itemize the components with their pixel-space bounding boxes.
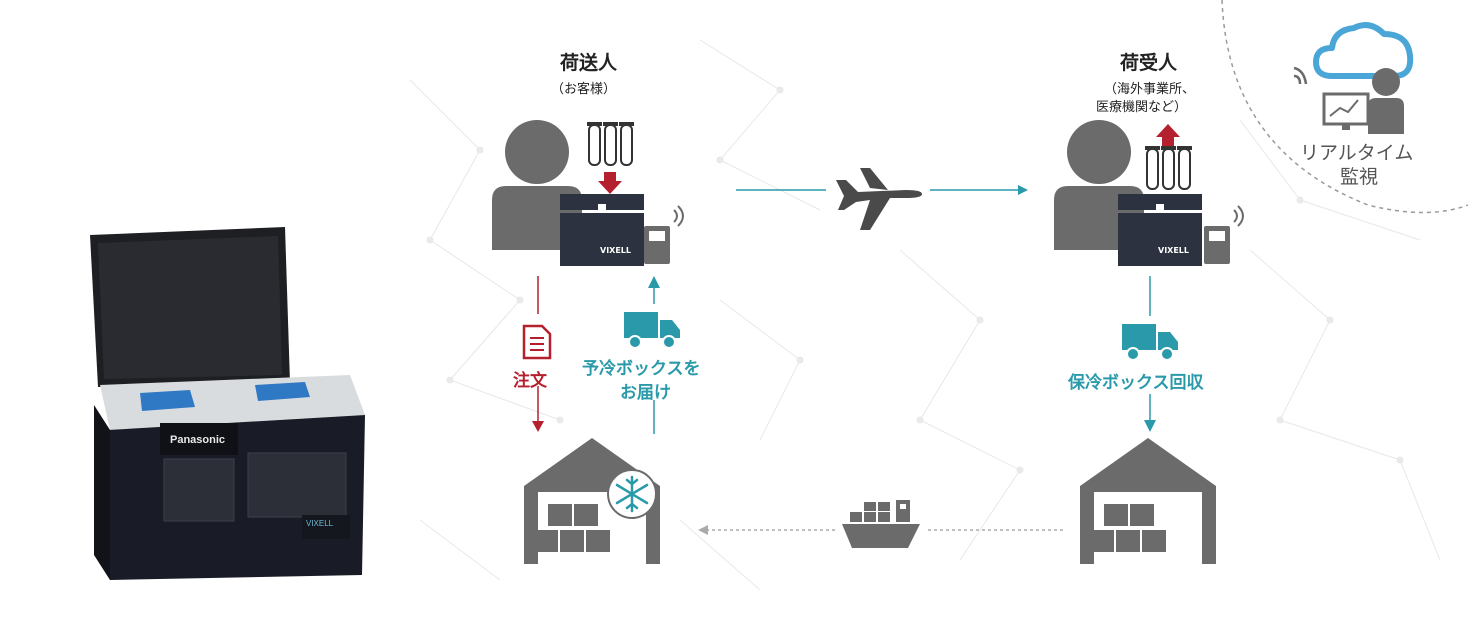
down-arrow-red-icon [598, 172, 622, 194]
receiver-title: 荷受人 [1120, 52, 1178, 74]
cooler-product-photo [90, 227, 365, 580]
step-deliver-label-line2: お届け [620, 383, 671, 403]
collect-arrow [1144, 276, 1156, 432]
warehouse-icon [524, 438, 660, 564]
step-order-label: 注文 [513, 371, 547, 391]
device-vixell-label: VIXELL [306, 519, 334, 528]
cooler-box-icon [560, 194, 644, 266]
sender-box-vixell-label: VIXELL [600, 246, 631, 255]
document-icon [522, 324, 552, 360]
order-arrow [532, 276, 544, 432]
monitor-icon [1322, 68, 1404, 134]
air-route-line [736, 185, 1028, 195]
deliver-arrow [648, 276, 660, 434]
receiver-subtitle-line1: （海外事業所、 [1104, 82, 1196, 97]
test-tubes-icon [587, 122, 634, 166]
person-icon [492, 120, 582, 250]
monitor-label-line2: 監視 [1340, 166, 1379, 188]
receiver-cooler-box-icon [1118, 194, 1202, 266]
sender-subtitle: （お客様） [551, 82, 617, 97]
data-logger-icon [644, 205, 684, 264]
step-collect-label: 保冷ボックス回収 [1068, 373, 1204, 393]
sea-route-line [698, 525, 1066, 535]
airplane-icon [836, 168, 922, 230]
wifi-icon [1293, 66, 1308, 85]
truck-icon [624, 312, 680, 349]
cloud-icon [1313, 22, 1414, 79]
step-deliver-label-line1: 予冷ボックスを [582, 359, 701, 379]
monitor-area-border [1221, 0, 1468, 214]
receiver-subtitle-line2: 医療機関など） [1096, 100, 1188, 115]
collect-truck-icon [1122, 324, 1178, 361]
snowflake-icon [607, 469, 657, 519]
ship-icon [842, 500, 920, 548]
receiver-data-logger-icon [1204, 205, 1244, 264]
receiver-box-vixell-label: VIXELL [1158, 246, 1189, 255]
receiver-test-tubes-icon [1145, 146, 1192, 190]
sender-title: 荷送人 [560, 52, 618, 74]
device-brand-label: Panasonic [170, 434, 226, 446]
up-arrow-red-icon [1156, 124, 1180, 146]
receiver-warehouse-icon [1080, 438, 1216, 564]
monitor-label-line1: リアルタイム [1300, 142, 1414, 164]
